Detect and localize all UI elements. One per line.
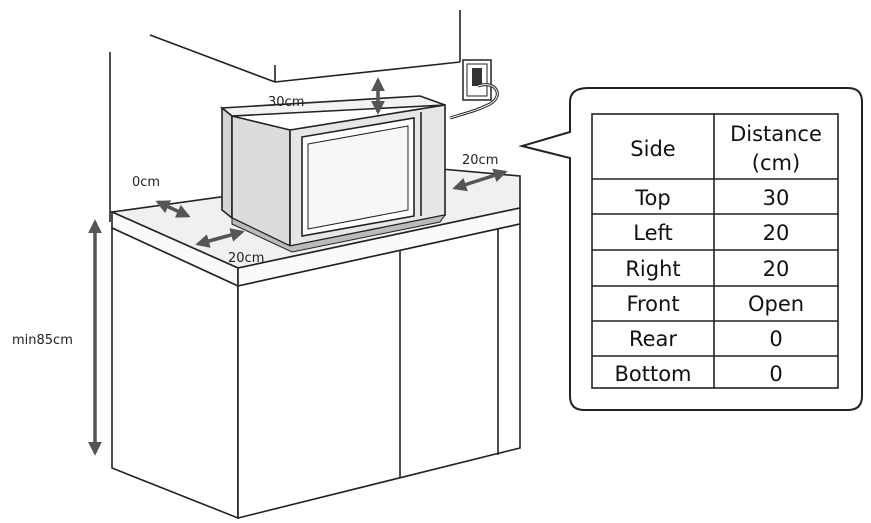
row-side-rear: Rear (629, 327, 677, 351)
left-gap-arrow (155, 200, 191, 218)
top-gap-label: 30cm (268, 95, 304, 110)
row-side-right: Right (625, 257, 680, 281)
header-side: Side (630, 137, 675, 161)
header-distance: Distance (730, 122, 822, 146)
right-gap-arrow (452, 168, 508, 192)
microwave (219, 95, 447, 253)
clearance-arrows (88, 77, 508, 456)
left-gap-label: 0cm (132, 175, 160, 190)
wall-outlet (449, 59, 499, 120)
row-distance-front: Open (748, 292, 804, 316)
right-gap-label: 20cm (462, 153, 498, 168)
row-side-front: Front (626, 292, 679, 316)
clearance-table (591, 113, 839, 389)
min-height-label: min85cm (12, 333, 73, 348)
row-distance-bottom: 0 (769, 362, 782, 386)
header-distance-unit: (cm) (752, 151, 800, 175)
row-distance-right: 20 (763, 257, 790, 281)
row-side-bottom: Bottom (614, 362, 691, 386)
cabinet (111, 223, 521, 520)
front-gap-arrow (195, 228, 245, 248)
row-side-left: Left (633, 221, 673, 245)
wall-lines (109, 10, 461, 222)
row-distance-top: 30 (763, 186, 790, 210)
front-gap-label: 20cm (228, 251, 264, 266)
row-distance-left: 20 (763, 221, 790, 245)
row-distance-rear: 0 (769, 327, 782, 351)
row-side-top: Top (634, 186, 670, 210)
